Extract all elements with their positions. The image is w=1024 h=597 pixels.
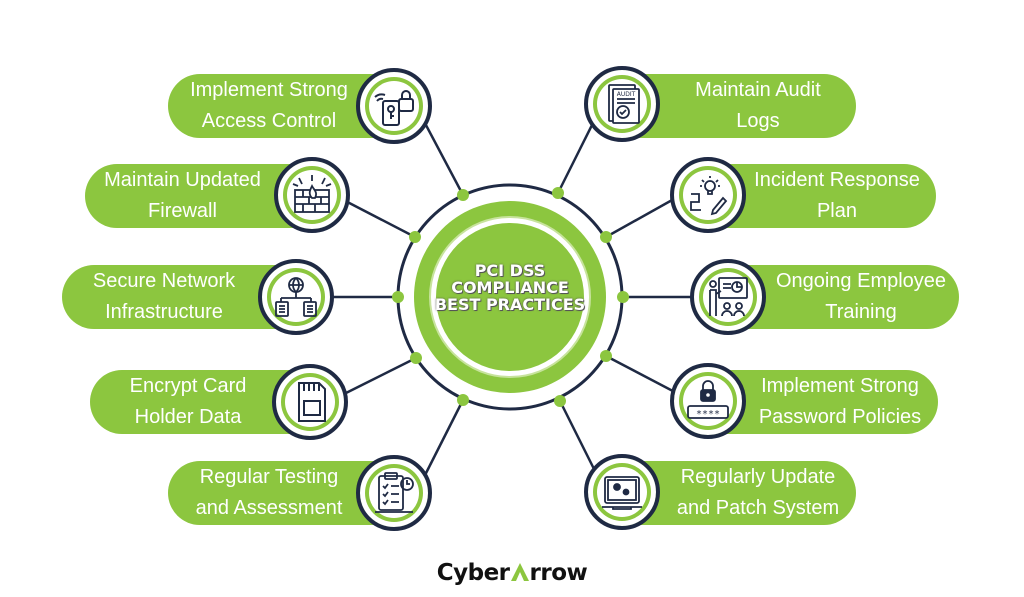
node-label-line: Ongoing Employee: [775, 270, 947, 292]
sd-card-icon: [272, 364, 348, 440]
connector-dots: [392, 187, 629, 407]
node-patch-label: Regularly Update and Patch System: [677, 462, 839, 524]
node-label-line: Password Policies: [758, 406, 922, 428]
node-label-line: Maintain Updated: [104, 169, 261, 191]
dot-incident: [600, 231, 612, 243]
node-label-line: Implement Strong: [761, 375, 919, 397]
access-control-icon-graphic: [374, 90, 414, 126]
node-label-line: Incident Response: [754, 169, 920, 191]
firewall-icon-graphic: [292, 175, 332, 213]
checklist-icon: [356, 455, 432, 531]
brand-logo: Cyber rrow: [412, 560, 612, 586]
node-label-line: and Assessment: [195, 497, 343, 519]
update-icon-graphic: [602, 476, 642, 510]
network-icon: [258, 259, 334, 335]
node-label-line: Training: [825, 301, 897, 323]
dot-training: [617, 291, 629, 303]
node-label-line: and Patch System: [676, 497, 840, 519]
access-control-icon: [356, 68, 432, 144]
password-icon-graphic: ****: [687, 380, 729, 420]
dot-patch: [554, 395, 566, 407]
audit-icon-graphic: AUDIT: [608, 84, 640, 124]
node-audit-logs-label: Maintain Audit Logs: [695, 75, 821, 137]
node-label-line: Secure Network: [92, 270, 236, 292]
brand-logo-part2: rrow: [529, 560, 588, 586]
dot-firewall: [409, 231, 421, 243]
node-label-line: Holder Data: [134, 406, 242, 428]
node-label-line: Encrypt Card: [129, 375, 247, 397]
brand-arrow-icon: [510, 563, 529, 581]
node-label-line: Regularly Update: [680, 466, 836, 488]
node-password-label: Implement Strong Password Policies: [759, 371, 921, 433]
dot-encrypt: [410, 352, 422, 364]
dot-access-control: [457, 189, 469, 201]
password-icon-text: ****: [696, 409, 720, 420]
incident-plan-icon-graphic: [690, 176, 728, 216]
node-label-line: Maintain Audit: [695, 79, 821, 101]
node-access-control-label: Implement Strong Access Control: [190, 75, 348, 137]
connector-testing: [418, 399, 465, 486]
sd-card-icon-graphic: [298, 382, 326, 422]
firewall-icon: [274, 157, 350, 233]
node-testing-label: Regular Testing and Assessment: [196, 462, 343, 524]
node-label-line: Firewall: [148, 200, 217, 222]
node-label-line: Regular Testing: [199, 466, 339, 488]
hub-title-line-1: PCI DSS: [474, 261, 546, 280]
node-label-line: Access Control: [201, 110, 337, 132]
network-icon-graphic: [275, 277, 317, 317]
hub-core: [436, 223, 584, 371]
checklist-icon-graphic: [375, 472, 414, 513]
training-icon: [690, 259, 766, 335]
training-icon-graphic: [709, 277, 748, 317]
node-label-line: Infrastructure: [105, 301, 223, 323]
audit-icon: AUDIT: [584, 66, 660, 142]
center-hub: [396, 183, 624, 411]
node-encrypt-label: Encrypt Card Holder Data: [130, 371, 247, 433]
audit-icon-text: AUDIT: [617, 91, 636, 98]
incident-plan-icon: [670, 157, 746, 233]
node-label-line: Implement Strong: [190, 79, 348, 101]
hub-title-line-2: COMPLIANCE: [451, 278, 569, 297]
hub-title: PCI DSS COMPLIANCE BEST PRACTICES: [420, 262, 600, 313]
node-label-line: Plan: [816, 200, 857, 222]
brand-logo-part1: Cyber: [436, 560, 510, 586]
node-label-line: Logs: [736, 110, 780, 132]
update-icon: [584, 454, 660, 530]
dot-testing: [457, 394, 469, 406]
password-icon: ****: [670, 363, 746, 439]
node-network-label: Secure Network Infrastructure: [93, 266, 235, 328]
node-training-label: Ongoing Employee Training: [776, 266, 946, 328]
dot-password: [600, 350, 612, 362]
node-incident-label: Incident Response Plan: [754, 165, 920, 227]
hub-title-line-3: BEST PRACTICES: [434, 295, 586, 314]
node-firewall-label: Maintain Updated Firewall: [104, 165, 261, 227]
dot-network: [392, 291, 404, 303]
dot-audit-logs: [552, 187, 564, 199]
